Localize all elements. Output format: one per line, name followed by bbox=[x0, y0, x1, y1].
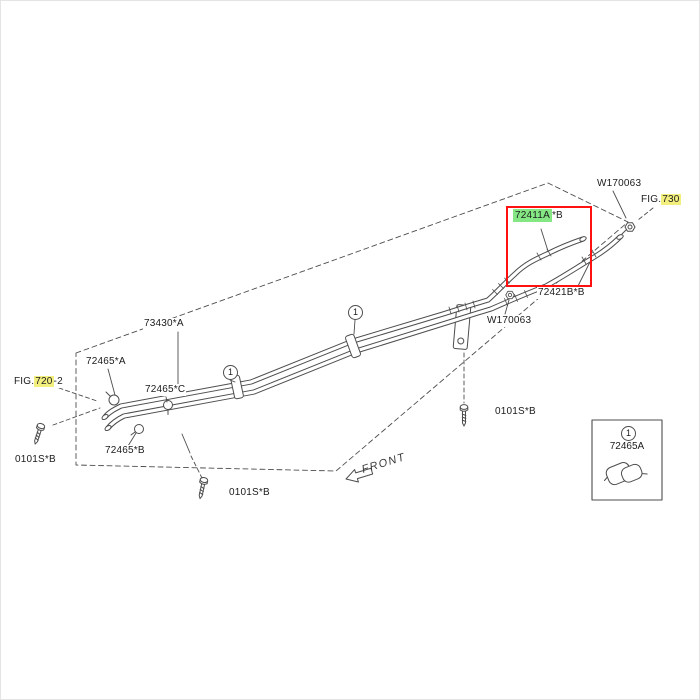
fig-720-suffix: -2 bbox=[53, 376, 63, 387]
fig-730-link[interactable]: FIG.730 bbox=[640, 194, 682, 206]
part-72411a-suffix: *B bbox=[551, 210, 563, 221]
part-label-0101s-right[interactable]: 0101S*B bbox=[494, 406, 537, 418]
screw-icon bbox=[459, 404, 469, 427]
fig-730-number[interactable]: 730 bbox=[661, 194, 681, 205]
leader-lines-dashed bbox=[52, 207, 654, 479]
fig-720-number[interactable]: 720 bbox=[34, 376, 54, 387]
part-label-72465c[interactable]: 72465*C bbox=[144, 384, 187, 396]
part-label-72421b[interactable]: 72421B*B bbox=[537, 287, 586, 299]
screw-icon bbox=[31, 422, 46, 446]
callout-1-marker: 1 bbox=[348, 305, 363, 320]
left-clamp-icons bbox=[105, 391, 173, 436]
part-72411a-highlight[interactable]: 72411A bbox=[513, 209, 552, 222]
front-label: FRONT bbox=[360, 451, 407, 476]
selected-part-box bbox=[506, 206, 592, 287]
nut-connector-line bbox=[621, 229, 627, 235]
plane-outline bbox=[75, 182, 629, 472]
front-arrow: FRONT bbox=[345, 451, 407, 483]
part-label-73430[interactable]: 73430*A bbox=[143, 318, 185, 330]
fig-720-prefix: FIG. bbox=[14, 376, 35, 387]
fig-720-2-link[interactable]: FIG.720-2 bbox=[13, 376, 64, 388]
part-label-72465b[interactable]: 72465*B bbox=[104, 445, 146, 457]
part-label-w170063-mid[interactable]: W170063 bbox=[486, 315, 533, 327]
part-label-w170063-top[interactable]: W170063 bbox=[596, 178, 643, 190]
fig-730-prefix: FIG. bbox=[641, 194, 662, 205]
legend-part-label[interactable]: 72465A bbox=[609, 441, 645, 452]
screw-icon bbox=[195, 476, 209, 500]
part-label-72465a[interactable]: 72465*A bbox=[85, 356, 127, 368]
callout-1-marker: 1 bbox=[223, 365, 238, 380]
part-label-0101s-left[interactable]: 0101S*B bbox=[14, 454, 57, 466]
part-label-0101s-bottom[interactable]: 0101S*B bbox=[228, 487, 271, 499]
part-label-72411a[interactable]: 72411A*B bbox=[512, 209, 564, 222]
leader-lines bbox=[107, 190, 627, 454]
nut-icon bbox=[505, 290, 515, 300]
pipe-end-caps bbox=[101, 234, 624, 432]
callout-1-legend-marker: 1 bbox=[621, 426, 636, 441]
